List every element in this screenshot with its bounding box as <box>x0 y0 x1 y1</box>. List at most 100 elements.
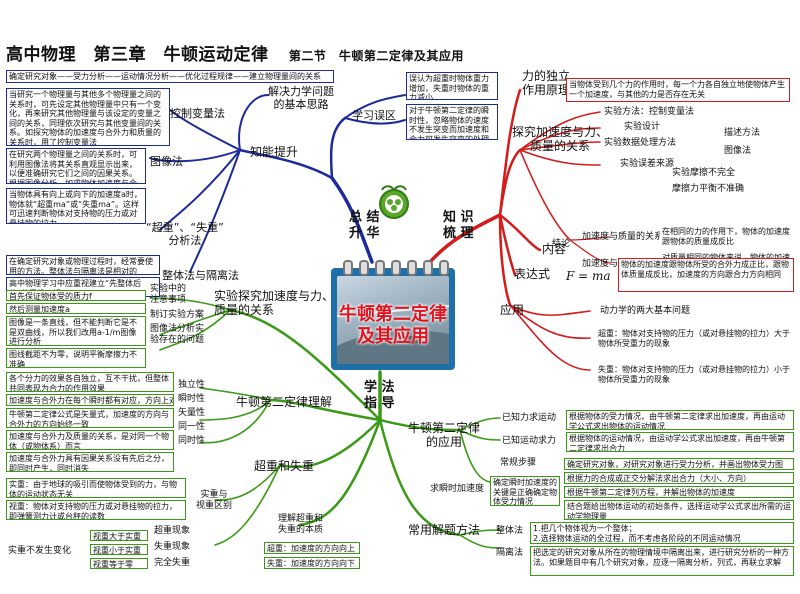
green-text-1: 首先保证物体受的质力f <box>6 290 146 301</box>
real-unchanged: 实重不发生变化 <box>8 546 72 556</box>
whole-isolate-text-1: 在确定研究对象或物理过程时，经常要使用的方法。整体法与隔离法是相对的 <box>6 255 160 275</box>
weightless-phenomenon: 失重现象 <box>154 542 191 552</box>
nature-lose: 失重：加速度的方向向下 <box>264 557 360 569</box>
understand-label: 牛顿第二定律理解 <box>236 395 333 409</box>
overweight-phenomenon: 超重现象 <box>154 526 191 536</box>
page-title: 高中物理 第三章 牛顿运动定律 第二节 牛顿第二定律及其应用 <box>6 40 464 65</box>
description-method: 描述方法 <box>724 128 761 138</box>
known-motion-text: 根据物体的运动情况，由运动学公式求出加速度，再由牛顿第二定律求出合力 <box>566 432 794 452</box>
center-card: 牛顿第二定律 及其应用 <box>331 260 455 372</box>
understand-text-1: 各个分力的效果各自独立，互不干扰，但整体共同表现为合力的作用效果 <box>6 372 174 392</box>
mistake-text-1: 误认为超重时物体重力增加，失重时物体的重力减小 <box>406 72 498 100</box>
card-photo <box>337 276 449 364</box>
design-plan: 制订实验方案 <box>150 310 205 320</box>
basic-ideas-label: 解决力学问题 的基本思路 <box>268 85 334 111</box>
knowledge-hub: 知 识 梳 理 <box>443 210 474 241</box>
image-analysis: 图像法分析实验存在的问题 <box>150 324 205 345</box>
instant-prop: 瞬时性 <box>178 394 206 404</box>
understand-text-2: 加速度与合外力在每个瞬时都有对应，方向上对应关系 <box>6 394 174 406</box>
instant-accel-label: 求瞬时加速度 <box>430 484 485 494</box>
center-title: 牛顿第二定律 及其应用 <box>331 304 455 348</box>
weightless-definition: 失重：物体对支持物的压力（或对悬挂物的拉力）小于物体所受重力的现象 <box>596 364 794 386</box>
instant-accel-text: 确定瞬时加速度的关键是正确确定物体受力情况 <box>490 476 560 506</box>
control-variable-text: 当研究一个物理量与其他多个物理量之间的关系时，可先设定其他物理量中只有一个变化，… <box>6 88 170 146</box>
common-methods-label: 常用解题方法 <box>408 523 481 537</box>
graph-method: 图像法 <box>724 146 752 156</box>
conclusion-mass-text: 在相同的力的作用下，物体的加速度跟物体的质量成反比 <box>660 226 792 248</box>
independence-prop: 独立性 <box>178 380 206 390</box>
section-title: 第二节 牛顿第二定律及其应用 <box>288 49 464 63</box>
time-prop: 同时性 <box>178 436 206 446</box>
image-method-label: 图像法 <box>150 155 183 168</box>
content-text: 物体的加速度跟物体所受的合外力成正比，跟物体质量成反比，加速度的方向跟合力方向相… <box>618 258 794 292</box>
vector-prop: 矢量性 <box>178 408 206 418</box>
step-3: 根据牛顿第二定律列方程，并解出物体的加速度 <box>564 486 794 498</box>
green-text-2: 然后测量加速度a <box>6 303 146 314</box>
explore-relation-label: 探究加速度与力、 质量的关系 <box>512 125 609 153</box>
step-4: 结合题给出物体运动的初始条件，选择运动学公式求出所需的运动学物理量 <box>564 500 794 520</box>
understand-text-3: 牛顿第二定律公式是矢量式，加速度的方向与合外力的方向始终一致 <box>6 408 174 428</box>
center-title-line-1: 牛顿第二定律 <box>339 304 447 325</box>
experiment-data: 实验数据处理方法 <box>604 138 677 148</box>
independence-text: 当物体受到几个力的作用时，每一个力各自独立地使物体产生一个加速度，与其他的力是否… <box>566 78 790 102</box>
chapter-title: 高中物理 第三章 牛顿运动定律 <box>6 45 269 65</box>
green-text-4: 图线截距不为零，说明平衡摩擦力不准确 <box>6 348 146 368</box>
center-title-line-2: 及其应用 <box>357 326 429 347</box>
apparent-weight-text: 视重：物体对支持物的压力或对悬挂物的拉力，即弹簧测力计或台秤的读数 <box>6 500 186 520</box>
known-force-text: 根据物体的受力情况，由牛顿第二定律求出加速度，再由运动学公式求出物体的运动情况 <box>566 410 794 430</box>
experiment-notes: 实验中的 注意事项 <box>150 284 187 305</box>
understand-text-5: 加速度与合外力具有因果关系没有先后之分，即同时产生，同时消失 <box>6 452 174 472</box>
step-2: 根据力的合成或正交分解法求出合力（大小、方向） <box>564 472 794 484</box>
overweight-method-label: “超重”、“失重” 分析法 <box>146 221 224 247</box>
conclusion-mass: 加速度与质量的关系 <box>582 232 664 242</box>
green-explore-label: 实验探究加速度与力、 质量的关系 <box>214 289 335 317</box>
image-method-text: 在研究两个物理量之间的关系时，可利用图像法将其关系直观显示出来，以便准确研究它们… <box>6 148 146 184</box>
mistake-text-2: 对于牛顿第二定律的瞬时性，忽略物体的速度不发生突变而加速度和合力可发生突变的处理 <box>406 104 498 140</box>
overweight-method-text: 当物体具有向上或向下的加速度a时，物体就“超重ma”或“失重ma”。这样可迅速判… <box>6 188 146 224</box>
experiment-method: 实验方法：控制变量法 <box>604 107 695 117</box>
green-text-3: 图像是一条直线，但不能判断它是不是双曲线，所以我们改用a-1/m图像进行分析 <box>6 316 146 346</box>
formula: F = ma <box>566 269 611 283</box>
independence-label: 力的独立 作用原理 <box>522 69 571 97</box>
experiment-design: 实验设计 <box>624 122 661 132</box>
content-label: 内容 <box>542 242 567 256</box>
isolate-method-label: 隔离法 <box>496 548 524 558</box>
expression-label: 表达式 <box>514 267 551 281</box>
whole-method-text: 1.把几个物体视为一个整体； 2.选择物体运动的全过程，而不考虑各阶段的不同运动… <box>530 522 794 544</box>
step-1: 确定研究对象，对研究对象进行受力分析，并画出物体受力图 <box>564 458 794 470</box>
control-variable-label: 控制变量法 <box>170 107 225 120</box>
over-desc: 视重大于实重 <box>90 530 148 541</box>
real-vs-apparent: 实重与 视重区别 <box>196 490 233 511</box>
conclusion-label: 结论 <box>552 239 571 249</box>
overweight-definition: 超重：物体对支持物的压力（或对悬挂物的拉力）大于物体所受重力的现象 <box>596 328 794 350</box>
understand-text-4: 加速度与合外力及质量的关系，是对同一个物体（或物体系）而言 <box>6 430 174 450</box>
lose-desc: 视重小于实重 <box>90 544 148 555</box>
steps-label: 常规步骤 <box>500 458 537 468</box>
method-hub: 学 法 指 导 <box>364 380 395 411</box>
isolate-method-text: 把选定的研究对象从所在的物理情境中隔离出来，进行研究分析的一种方法。如果题目中有… <box>530 546 794 576</box>
thinking-strip: 确定研究对象——受力分析——运动情况分析——优化过程规律——建立物理量间的关系 <box>6 70 334 83</box>
blue-trunk <box>330 176 374 264</box>
friction-inaccurate: 摩擦力平衡不准确 <box>672 184 745 194</box>
full-weightless: 完全失重 <box>154 558 191 568</box>
full-desc: 视重等于零 <box>90 558 148 569</box>
leaf-icon <box>379 185 409 219</box>
mistakes-label: 学习误区 <box>352 109 396 122</box>
known-motion-label: 已知运动求力 <box>502 436 557 446</box>
knowledge-improve-label: 知能提升 <box>250 145 299 159</box>
experiment-error: 实验误差来源 <box>620 159 675 169</box>
nature-label: 理解超重和 失重的本质 <box>278 514 324 535</box>
real-weight-text: 实重：由于地球的吸引而使物体受到的力，与物体的运动状态无关 <box>6 478 186 498</box>
whole-method-label: 整体法 <box>496 526 524 536</box>
skating-photo-graphic <box>337 305 449 364</box>
known-force-label: 已知力求运动 <box>502 413 557 423</box>
nature-over: 超重：加速度的方向向上 <box>264 542 360 554</box>
two-problems: 动力学的两大基本问题 <box>600 306 691 316</box>
application-label-green: 牛顿第二定律 的应用 <box>408 421 481 449</box>
friction-incomplete: 实验摩擦不完全 <box>672 168 736 178</box>
application-label: 应用 <box>500 303 525 317</box>
binder-rings <box>331 260 455 276</box>
overweight-label: 超重和失重 <box>254 459 315 473</box>
whole-isolate-label: 整体法与隔离法 <box>162 269 239 282</box>
